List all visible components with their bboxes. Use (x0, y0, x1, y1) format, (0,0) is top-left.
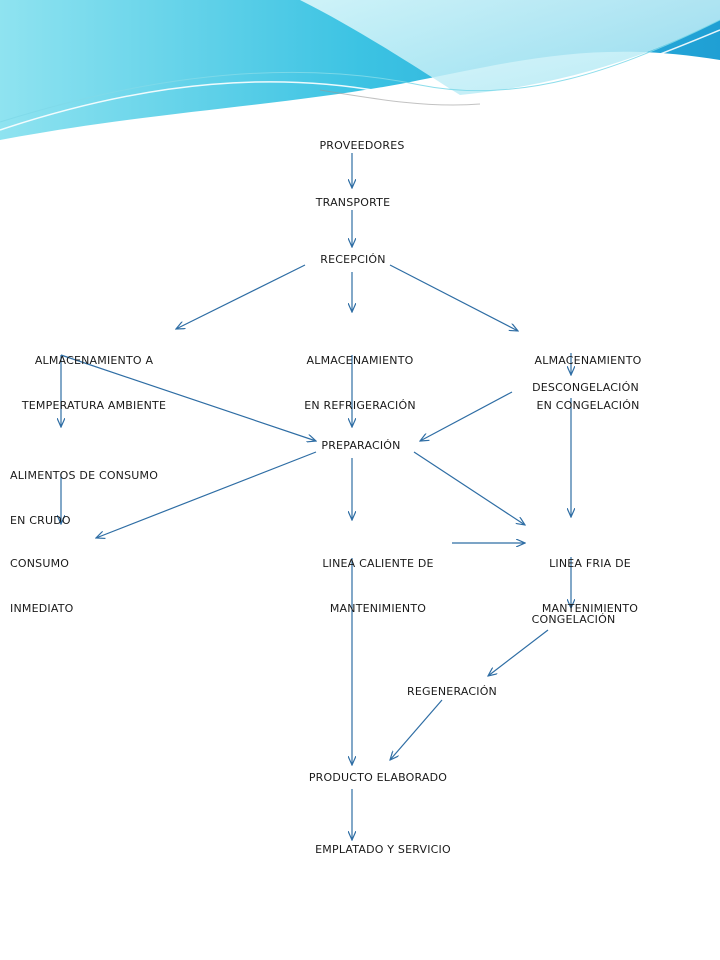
node-almacenamiento-congelacion: ALMACENAMIENTO EN CONGELACIÓN (518, 323, 658, 428)
node-regeneracion-label: REGENERACIÓN (407, 685, 497, 698)
arrow-preparacion-fria (413, 451, 525, 525)
arrow-regeneracion-producto (390, 699, 443, 760)
node-almacenamiento-refrigeracion: ALMACENAMIENTO EN REFRIGERACIÓN (290, 323, 430, 428)
node-recepcion: RECEPCIÓN (298, 252, 408, 267)
node-almacenamiento-congelacion-line1: ALMACENAMIENTO (534, 354, 642, 367)
node-congelacion: CONGELACIÓN (516, 612, 631, 627)
node-linea-caliente-line1: LINEA CALIENTE DE (322, 557, 434, 570)
node-alimentos-line1: ALIMENTOS DE CONSUMO (10, 469, 159, 482)
node-almacenamiento-ambiente: ALMACENAMIENTO A TEMPERATURA AMBIENTE (4, 323, 184, 428)
node-descongelacion: DESCONGELACIÓN (518, 380, 653, 395)
node-emplatado-label: EMPLATADO Y SERVICIO (315, 843, 451, 856)
node-regeneracion: REGENERACIÓN (392, 684, 512, 699)
node-almacenamiento-ambiente-line1: ALMACENAMIENTO A (34, 354, 154, 367)
node-proveedores-label: PROVEEDORES (319, 139, 405, 152)
node-producto-elaborado: PRODUCTO ELABORADO (298, 770, 458, 785)
wave-light (300, 0, 720, 95)
arrow-descongelacion-preparacion (420, 391, 513, 441)
node-alimentos-consumo-crudo: ALIMENTOS DE CONSUMO EN CRUDO (10, 438, 190, 543)
node-consumo-inmediato: CONSUMO INMEDIATO (10, 526, 130, 631)
node-recepcion-label: RECEPCIÓN (320, 253, 386, 266)
wave-line-white (0, 29, 720, 131)
node-alimentos-line2: EN CRUDO (10, 514, 71, 527)
wave-line-cyan (0, 19, 720, 123)
decorative-wave-banner (0, 0, 720, 140)
node-preparacion: PREPARACIÓN (306, 438, 416, 453)
node-descongelacion-label: DESCONGELACIÓN (532, 381, 639, 394)
arrow-recepcion-congelacion (389, 264, 518, 331)
node-linea-fria-line1: LINEA FRIA DE (549, 557, 631, 570)
node-linea-fria-line2: MANTENIMIENTO (541, 602, 639, 615)
node-producto-label: PRODUCTO ELABORADO (308, 771, 448, 784)
node-proveedores: PROVEEDORES (302, 138, 422, 153)
node-almacenamiento-refrigeracion-line2: EN REFRIGERACIÓN (304, 399, 416, 412)
arrow-ambiente-preparacion (60, 354, 316, 441)
node-transporte: TRANSPORTE (298, 195, 408, 210)
arrow-congelacion-regeneracion (488, 629, 549, 676)
node-congelacion-label: CONGELACIÓN (531, 613, 616, 626)
arrow-preparacion-consumo (96, 451, 317, 538)
node-almacenamiento-congelacion-line2: EN CONGELACIÓN (536, 399, 640, 412)
node-linea-caliente: LINEA CALIENTE DE MANTENIMIENTO (298, 526, 458, 631)
wave-line-gray (319, 89, 481, 106)
node-transporte-label: TRANSPORTE (315, 196, 391, 209)
node-linea-caliente-line2: MANTENIMIENTO (329, 602, 427, 615)
node-linea-fria: LINEA FRIA DE MANTENIMIENTO (520, 526, 660, 631)
node-almacenamiento-ambiente-line2: TEMPERATURA AMBIENTE (21, 399, 167, 412)
node-consumo-line2: INMEDIATO (10, 602, 74, 615)
node-almacenamiento-refrigeracion-line1: ALMACENAMIENTO (306, 354, 414, 367)
node-consumo-line1: CONSUMO (10, 557, 70, 570)
node-preparacion-label: PREPARACIÓN (321, 439, 401, 452)
node-emplatado-servicio: EMPLATADO Y SERVICIO (298, 842, 468, 857)
arrow-recepcion-ambiente (176, 264, 306, 329)
